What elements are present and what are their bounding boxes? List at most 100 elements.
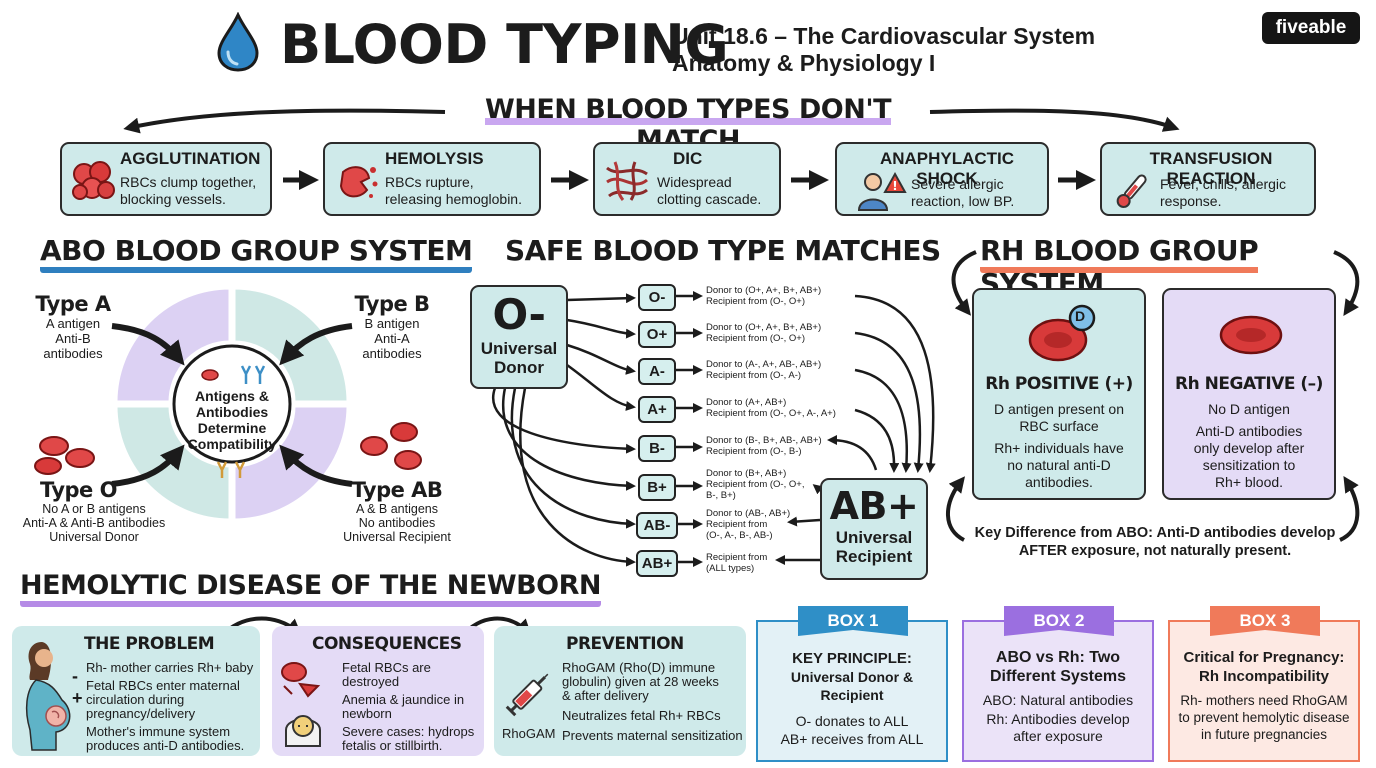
type-b-line3: antibodies <box>362 346 422 361</box>
consequences-line3: Anemia & jaundice in <box>342 692 465 707</box>
brand-logo: fiveable <box>1262 12 1360 44</box>
row-ab-neg-line2: Recipient from <box>706 519 768 530</box>
row-o-neg-line1: Donor to (O+, A+, B+, AB+) <box>706 285 822 296</box>
type-o-name: Type O <box>40 478 117 502</box>
box-2-line4: Rh: Antibodies develop <box>986 711 1130 727</box>
donor-type: O- <box>492 290 546 339</box>
abo-center-line4: Compatibility <box>187 436 277 452</box>
box-3: BOX 3 Critical for Pregnancy: Rh Incompa… <box>1168 606 1360 762</box>
box-3-line4: to prevent hemolytic disease <box>1178 710 1350 725</box>
type-o-line3: Universal Donor <box>49 530 139 544</box>
donor-label2: Donor <box>493 358 545 377</box>
problem-line5: Mother's immune system <box>86 724 231 739</box>
row-o-pos-line1: Donor to (O+, A+, B+, AB+) <box>706 322 822 333</box>
box-1-tag: BOX 1 <box>798 606 908 636</box>
agglutination-desc2: blocking vessels. <box>120 191 226 207</box>
row-a-neg-line2: Recipient from (O-, A-) <box>706 370 802 381</box>
rh-positive-line4: no natural anti-D <box>1007 457 1111 473</box>
box-3-line2: Rh Incompatibility <box>1198 668 1329 685</box>
type-ab-name: Type AB <box>351 478 443 502</box>
type-b-line1: B antigen <box>364 316 420 331</box>
dic-desc2: clotting cascade. <box>657 191 762 207</box>
type-pill-o-pos: O+ <box>638 321 676 348</box>
consequences-line2: destroyed <box>342 674 400 689</box>
anaphylactic-title: ANAPHYLACTIC SHOCK <box>879 149 1015 188</box>
box-2-tag: BOX 2 <box>1004 606 1114 636</box>
agglutination-title: AGGLUTINATION <box>120 149 261 168</box>
type-ab-line1: A & B antigens <box>355 502 438 516</box>
agglutination-card: AGGLUTINATION RBCs clump together, block… <box>60 142 272 216</box>
recipient-label2: Recipient <box>835 547 913 566</box>
hdn-problem-card: - + THE PROBLEM Rh- mother carries Rh+ b… <box>12 626 260 756</box>
row-b-pos-line2: Recipient from (O-, O+, <box>706 479 805 490</box>
consequences-line6: fetalis or stillbirth. <box>342 738 443 753</box>
rh-positive-card: D Rh POSITIVE (+) D antigen present on R… <box>972 288 1146 500</box>
rhogam-label: RhoGAM <box>502 726 556 741</box>
box-1-line1: KEY PRINCIPLE: <box>792 650 912 667</box>
row-b-neg-line1: Donor to (B-, B+, AB-, AB+) <box>706 435 822 446</box>
box-3-tag: BOX 3 <box>1210 606 1320 636</box>
box-2-line2: Different Systems <box>989 668 1127 685</box>
newborn-icon <box>285 715 321 747</box>
hdn-title: HEMOLYTIC DISEASE OF THE NEWBORN <box>20 570 602 607</box>
blood-drop-icon <box>217 12 259 72</box>
prevention-line1: RhoGAM (Rho(D) immune <box>562 660 716 675</box>
problem-line3: circulation during <box>86 692 185 707</box>
box-3-line1: Critical for Pregnancy: <box>1183 649 1345 666</box>
type-pill-ab-pos: AB+ <box>636 550 678 577</box>
consequences-line1: Fetal RBCs are <box>342 660 431 675</box>
row-a-neg-line1: Donor to (A-, A+, AB-, AB+) <box>706 359 822 370</box>
safe-title: SAFE BLOOD TYPE MATCHES <box>505 234 941 267</box>
donor-label1: Universal <box>480 339 558 358</box>
type-pill-b-neg: B- <box>638 435 676 462</box>
row-a-pos-line1: Donor to (A+, AB+) <box>706 397 787 408</box>
rh-positive-line2: RBC surface <box>1019 418 1099 434</box>
box-1-line2: Universal Donor & Recipient <box>790 669 914 703</box>
clotting-fibers-icon <box>606 161 648 201</box>
row-ab-pos-line2: (ALL types) <box>706 563 755 574</box>
type-a-name: Type A <box>35 292 111 316</box>
prevention-line3: & after delivery <box>562 688 649 703</box>
rh-positive-line1: D antigen present on <box>994 401 1124 417</box>
dic-title: DIC <box>673 149 703 168</box>
row-o-pos-line2: Recipient from (O-, O+) <box>706 333 805 344</box>
abo-center-line2: Antibodies <box>195 404 269 420</box>
box-1: BOX 1 KEY PRINCIPLE: Universal Donor & R… <box>756 606 948 762</box>
row-ab-neg-line3: (O-, A-, B-, AB-) <box>706 530 773 541</box>
box-2-line5: after exposure <box>1013 728 1103 744</box>
rh-negative-title: Rh NEGATIVE (–) <box>1175 374 1323 394</box>
type-a-line2: Anti-B <box>55 331 91 346</box>
rbc-plain-icon <box>1219 315 1283 355</box>
rh-negative-line3: only develop after <box>1193 440 1305 456</box>
type-pill-b-pos: B+ <box>638 474 676 501</box>
problem-line2: Fetal RBCs enter maternal <box>86 678 240 693</box>
box-2-line1: ABO vs Rh: Two <box>995 649 1121 666</box>
hemolysis-desc1: RBCs rupture, <box>385 174 474 190</box>
box-2-content: ABO vs Rh: Two Different Systems ABO: Na… <box>964 648 1152 745</box>
type-o-line2: Anti-A & Anti-B antibodies <box>22 516 166 530</box>
unit-subtitle: Unit 18.6 – The Cardiovascular System <box>672 23 1096 49</box>
type-a-info: Type A A antigen Anti-B antibodies <box>22 292 124 361</box>
consequences-line5: Severe cases: hydrops <box>342 724 475 739</box>
abo-center-line3: Determine <box>197 420 267 436</box>
type-ab-line2: No antibodies <box>358 516 436 530</box>
hemolysis-desc2: releasing hemoglobin. <box>385 191 522 207</box>
abo-center-label: Antigens & Antibodies Determine Compatib… <box>176 388 288 452</box>
hemolysis-title: HEMOLYSIS <box>385 149 484 168</box>
abo-title: ABO BLOOD GROUP SYSTEM <box>40 234 473 273</box>
warning-person-icon: ! <box>857 171 907 211</box>
transfusion-desc1: Fever, chills, allergic <box>1160 176 1287 192</box>
transfusion-desc2: response. <box>1160 193 1222 209</box>
abo-center-line1: Antigens & <box>195 388 269 404</box>
rh-negative-line1: No D antigen <box>1208 401 1290 417</box>
prevention-line2: globulin) given at 28 weeks <box>562 674 719 689</box>
type-pill-a-pos: A+ <box>638 396 676 423</box>
rh-negative-line4: sensitization to <box>1202 457 1296 473</box>
rh-key-difference: Key Difference from ABO: Anti-D antibodi… <box>966 524 1344 560</box>
row-b-pos-line1: Donor to (B+, AB+) <box>706 468 787 479</box>
rh-positive-line5: antibodies. <box>1025 474 1093 490</box>
dic-card: DIC Widespread clotting cascade. <box>593 142 781 216</box>
row-ab-pos-line1: Recipient from <box>706 552 768 563</box>
anaphylactic-card: ! ANAPHYLACTIC SHOCK Severe allergic rea… <box>835 142 1049 216</box>
rh-plus-sign: + <box>72 688 83 708</box>
